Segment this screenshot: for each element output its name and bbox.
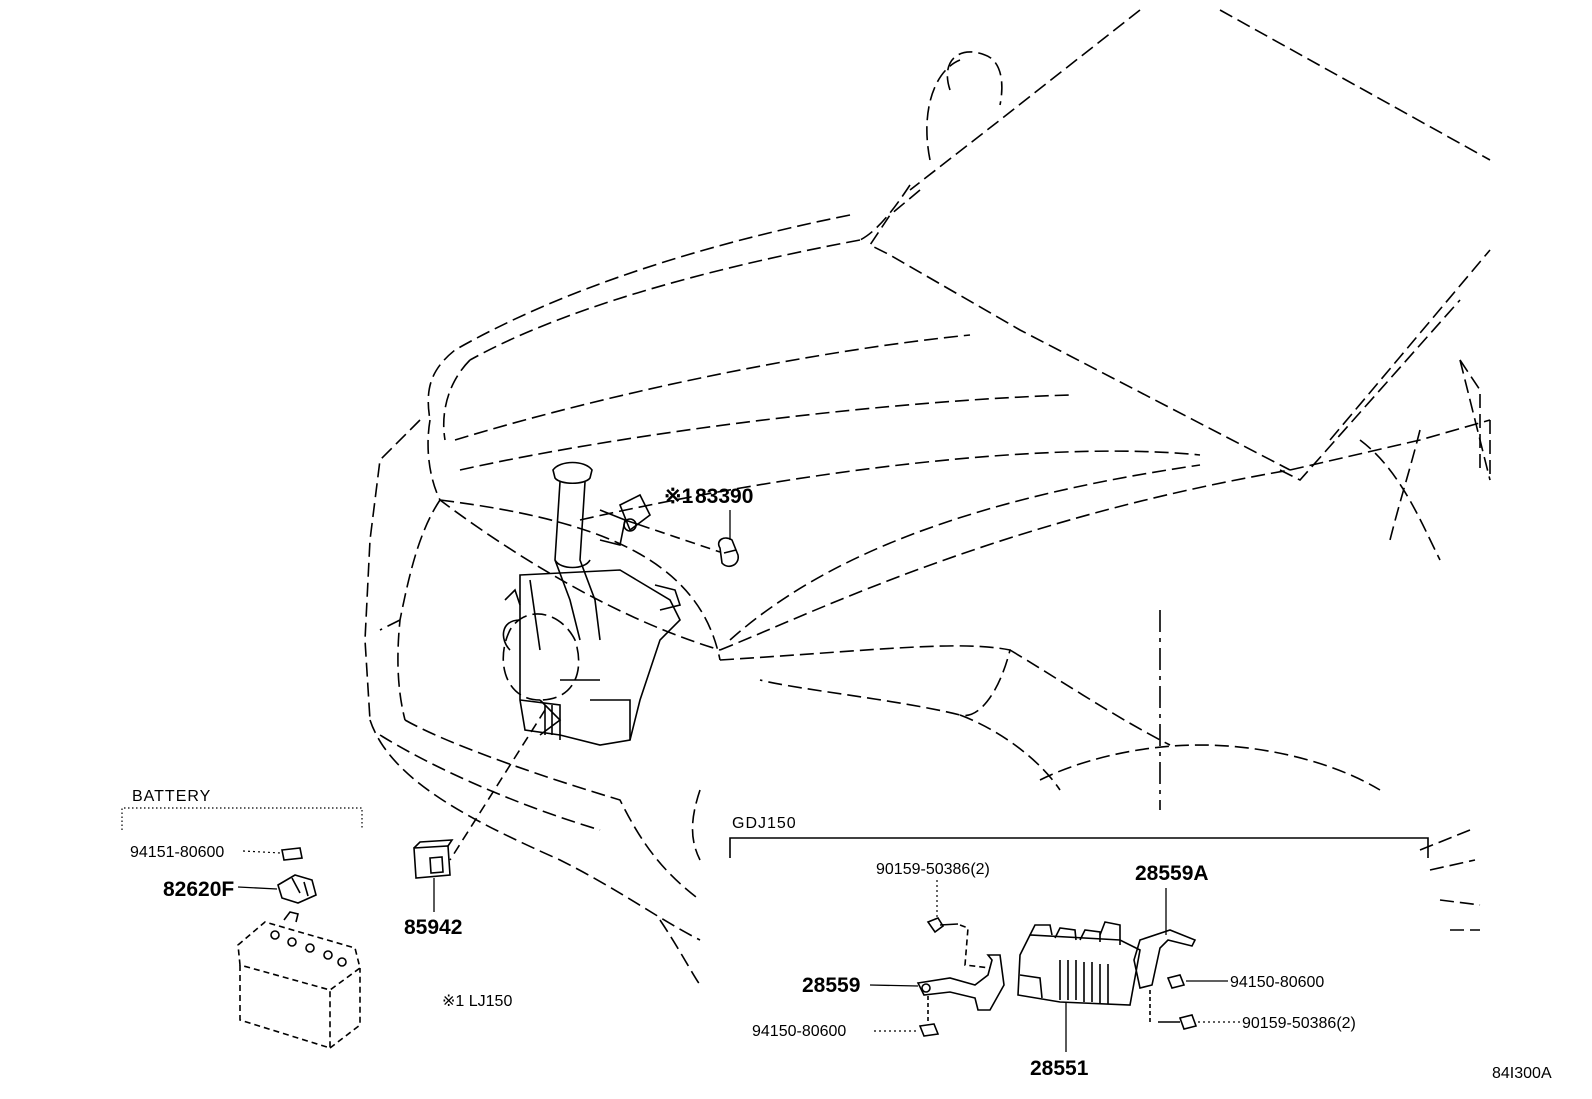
part-label-82620F: 82620F — [163, 878, 234, 901]
battery-group — [121, 807, 363, 1050]
part-label-94150-80600-right: 94150-80600 — [1230, 974, 1324, 991]
gdj150-group-label: GDJ150 — [732, 815, 797, 832]
part-label-28559: 28559 — [802, 974, 860, 997]
part-label-90159-50386-right: 90159-50386(2) — [1242, 1015, 1356, 1032]
part-label-94150-80600-left: 94150-80600 — [752, 1023, 846, 1040]
part-mark-83390: ※1 — [664, 485, 694, 508]
part-label-83390: 83390 — [695, 485, 753, 508]
washer-tank-assembly — [449, 461, 739, 861]
note-lj150: ※1 LJ150 — [442, 993, 512, 1010]
part-label-94151-80600: 94151-80600 — [130, 844, 224, 861]
vehicle-body-outline — [364, 9, 1491, 986]
part-label-85942: 85942 — [404, 916, 462, 939]
gdj150-group — [729, 837, 1429, 1052]
part-label-28551: 28551 — [1030, 1057, 1089, 1080]
part-label-90159-50386-top: 90159-50386(2) — [876, 861, 990, 878]
part-85942-bracket — [413, 839, 454, 912]
illustration-ref-code: 84I300A — [1492, 1065, 1552, 1082]
battery-group-label: BATTERY — [132, 788, 211, 805]
part-label-28559A: 28559A — [1135, 862, 1209, 885]
